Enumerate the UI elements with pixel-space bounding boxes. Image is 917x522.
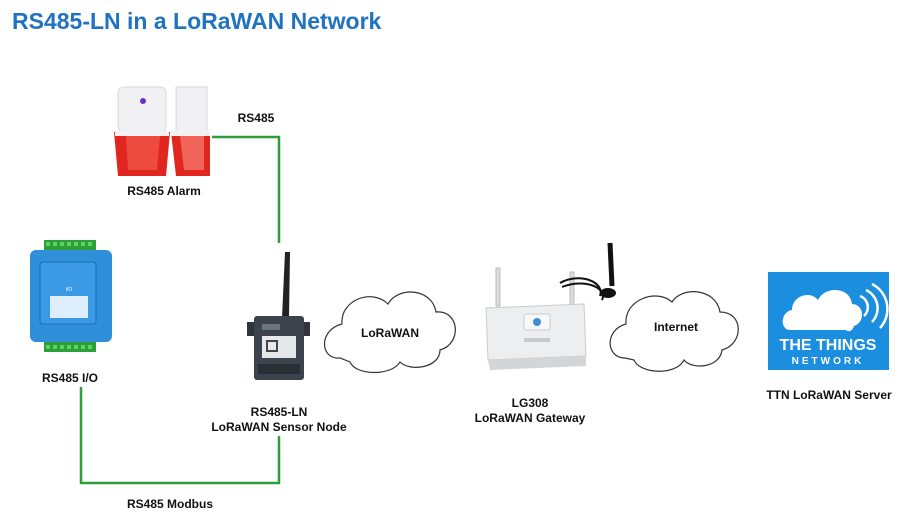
sensor-node-label: RS485-LN LoRaWAN Sensor Node: [199, 405, 359, 435]
ttn-logo-icon: [768, 272, 889, 370]
siren-alarm-icon: [114, 86, 210, 176]
sensor-node-label-line1: RS485-LN: [250, 405, 308, 419]
page-title: RS485-LN in a LoRaWAN Network: [12, 8, 382, 34]
svg-text:I/O: I/O: [66, 287, 73, 293]
rs485-modbus-link-label: RS485 Modbus: [126, 497, 213, 511]
lorawan-link-label: LoRaWAN: [361, 326, 419, 340]
io-module-icon: I/O: [30, 240, 112, 352]
ttn-logo-line1: THE THINGS: [780, 337, 877, 354]
alarm-label: RS485 Alarm: [127, 184, 201, 198]
internet-cloud-icon: [609, 291, 739, 372]
gateway-label-line2: LoRaWAN Gateway: [474, 411, 586, 425]
lorawan-cloud-icon: [324, 291, 456, 373]
internet-link-label: Internet: [654, 320, 698, 334]
sensor-node-icon: [247, 252, 310, 380]
server-label: TTN LoRaWAN Server: [766, 388, 892, 402]
gateway-label-line1: LG308: [511, 396, 549, 410]
ttn-logo-line2: NETWORK: [792, 356, 865, 367]
io-label: RS485 I/O: [41, 371, 99, 385]
sensor-node-label-line2: LoRaWAN Sensor Node: [211, 420, 347, 434]
rs485-wire: [212, 135, 281, 243]
rs485-link-label: RS485: [237, 111, 275, 125]
gateway-label: LG308 LoRaWAN Gateway: [455, 396, 605, 426]
gateway-icon: [485, 242, 616, 370]
rs485-modbus-wire: [79, 387, 281, 485]
